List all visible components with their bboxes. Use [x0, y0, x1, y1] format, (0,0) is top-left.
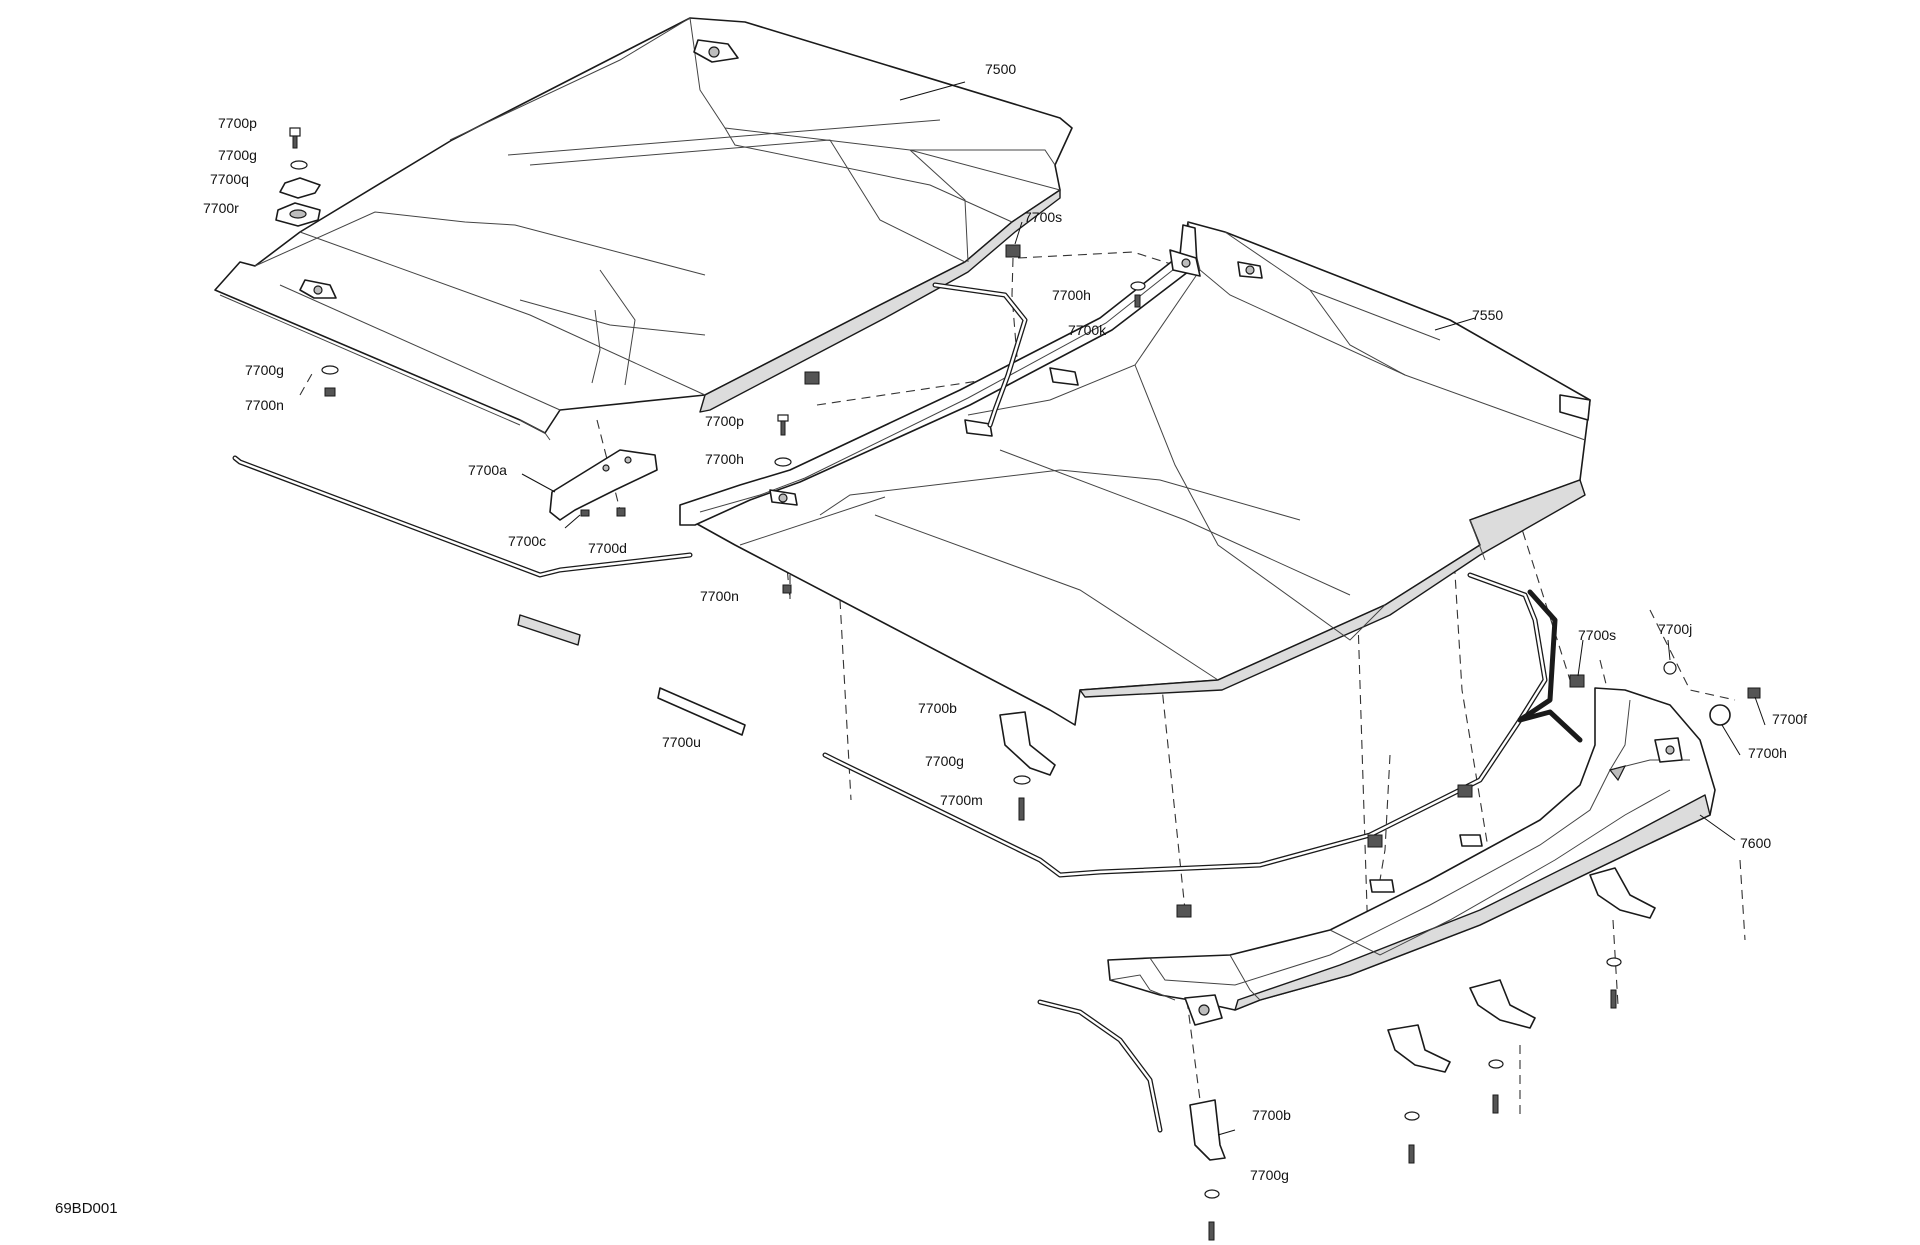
leader-lines [521, 81, 1766, 1136]
callout-7700f: 7700f [1772, 711, 1807, 727]
callout-7700h: 7700h [1052, 287, 1091, 303]
callout-7700g: 7700g [1250, 1167, 1289, 1183]
hardware [275, 127, 1761, 1241]
screw-p-head [289, 127, 301, 137]
callout-7600: 7600 [1740, 835, 1771, 851]
callout-7700a: 7700a [468, 462, 507, 478]
callout-labels: 7500 7550 7600 7700p 7700g 7700q 7700r 7… [55, 61, 1807, 1217]
callout-7700b: 7700b [918, 700, 957, 716]
callout-7700u: 7700u [662, 734, 701, 750]
callout-7700m: 7700m [940, 792, 983, 808]
strip-u-upper [517, 614, 581, 646]
screw-c [580, 509, 590, 517]
callout-7700p: 7700p [705, 413, 744, 429]
callout-7500: 7500 [985, 61, 1016, 77]
visor [1107, 687, 1716, 1026]
callout-7700q: 7700q [210, 171, 249, 187]
callout-7700g: 7700g [925, 753, 964, 769]
clip-s-2 [1569, 674, 1585, 688]
callout-7700h: 7700h [1748, 745, 1787, 761]
callout-7700s: 7700s [1578, 627, 1616, 643]
callout-7700p: 7700p [218, 115, 257, 131]
roof-front-panel [214, 17, 1073, 441]
plate-q [279, 177, 321, 199]
strip-u-lower [657, 687, 746, 736]
callout-7700b: 7700b [1252, 1107, 1291, 1123]
callout-7700j: 7700j [1658, 621, 1692, 637]
callout-7700r: 7700r [203, 200, 239, 216]
callout-7700n: 7700n [700, 588, 739, 604]
callout-7550: 7550 [1472, 307, 1503, 323]
washer-g [290, 160, 308, 170]
callout-7700h: 7700h [705, 451, 744, 467]
figure-id: 69BD001 [55, 1200, 118, 1217]
clip-s-1 [1005, 244, 1021, 258]
callout-7700n: 7700n [245, 397, 284, 413]
callout-7700k: 7700k [1068, 322, 1107, 338]
roof-rear-panel [679, 221, 1591, 726]
bracket-a [549, 449, 658, 521]
callout-7700d: 7700d [588, 540, 627, 556]
callout-7700s: 7700s [1024, 209, 1062, 225]
callout-7700g: 7700g [218, 147, 257, 163]
nut-d [616, 507, 626, 517]
clip-b-upper [999, 711, 1056, 776]
callout-7700g: 7700g [245, 362, 284, 378]
callout-7700c: 7700c [508, 533, 546, 549]
